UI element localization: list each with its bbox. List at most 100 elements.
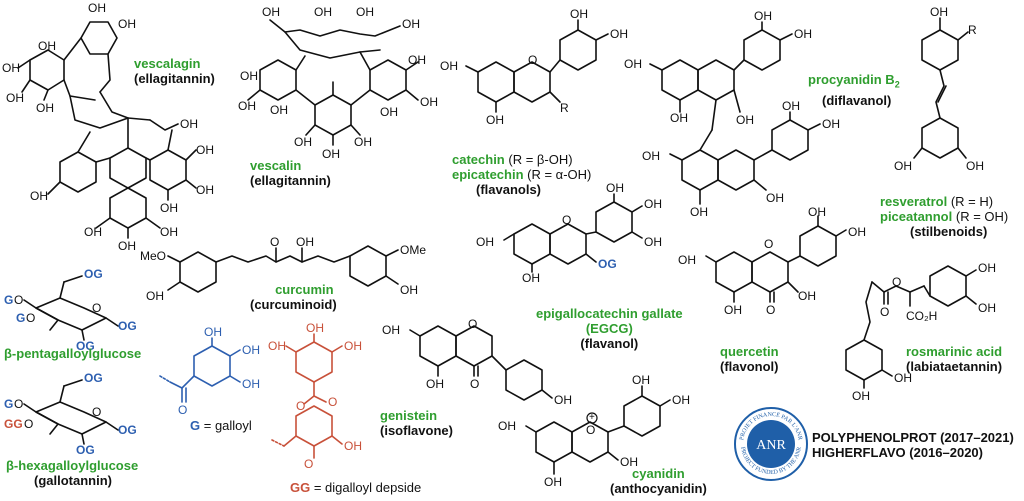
procyanidin-oh-8: OH xyxy=(766,191,784,205)
quercetin-structure xyxy=(705,215,847,303)
cyanidin-oh-1: OH xyxy=(632,373,650,387)
genistein-structure xyxy=(409,325,553,401)
quercetin-oh-3: OH xyxy=(798,289,816,303)
quercetin-oh-4: OH xyxy=(724,303,742,317)
digalloyl-oh-1: OH xyxy=(306,321,324,335)
catechin-label: catechin (R = β-OH) epicatechin (R = α-O… xyxy=(452,152,592,197)
pgg-og-2: G xyxy=(4,293,14,307)
genistein-o: O xyxy=(468,317,478,331)
egcg-ho: OH xyxy=(476,235,494,249)
vescalin-ho-1: OH xyxy=(262,5,280,19)
rosmarinic-oh-4: OH xyxy=(852,389,870,403)
curcumin-o: O xyxy=(270,235,280,249)
rosmarinic-co2h: CO₂H xyxy=(906,309,938,323)
anr-center-text: ANR xyxy=(756,438,786,453)
digalloyl-structure xyxy=(271,333,343,459)
cyanidin-label: cyanidin (anthocyanidin) xyxy=(610,466,707,496)
vescalagin-oh-11: OH xyxy=(160,201,178,215)
egcg-o: O xyxy=(562,213,572,227)
resveratrol-oh-2: OH xyxy=(966,159,984,173)
rosmarinic-o-1: O xyxy=(892,275,902,289)
procyanidin-oh-7: OH xyxy=(690,205,708,219)
anr-logo: PROJET FINANCÉ PAR L'ANR PROJECT FUNDED … xyxy=(734,407,808,481)
curcumin-structure xyxy=(167,245,399,293)
digalloyl-oh-4: OH xyxy=(344,439,362,453)
egcg-label: epigallocatechin gallate (EGCG) (flavano… xyxy=(536,306,683,351)
procyanidin-oh-4: OH xyxy=(736,113,754,127)
hgg-og-4: OG xyxy=(76,443,95,457)
cyanidin-oh-2: OH xyxy=(672,393,690,407)
quercetin-label: quercetin (flavonol) xyxy=(720,344,779,374)
rosmarinic-oh-1: OH xyxy=(978,261,996,275)
genistein-label: genistein (isoflavone) xyxy=(380,408,453,438)
hexagalloylglucose-structure xyxy=(23,379,119,445)
catechin-ho: OH xyxy=(440,59,458,73)
cyanidin-oh-4: OH xyxy=(544,475,562,489)
digalloyl-oh-2: OH xyxy=(268,339,286,353)
resveratrol-oh-1: OH xyxy=(930,5,948,19)
pgg-og-5: OG xyxy=(118,319,137,333)
procyanidin-ho-1: OH xyxy=(624,57,642,71)
curcumin-oh-2: OH xyxy=(400,283,418,297)
egcg-oh-3: OH xyxy=(644,235,662,249)
project-2: HIGHERFLAVO (2016–2020) xyxy=(812,445,983,460)
rosmarinic-label: rosmarinic acid (labiataetannin) xyxy=(906,344,1003,374)
digalloyl-o-1: O xyxy=(328,395,338,409)
quercetin-o: O xyxy=(764,237,774,251)
procyanidin-label: procyanidin B2 (diflavanol) xyxy=(808,72,900,108)
vescalin-oh-9: OH xyxy=(270,103,288,117)
pgg-og-1: OG xyxy=(84,267,103,281)
hgg-og-2: G xyxy=(4,397,14,411)
procyanidin-ho-2: OH xyxy=(642,149,660,163)
vescalagin-structure xyxy=(17,21,197,239)
curcumin-label: curcumin (curcuminoid) xyxy=(250,282,337,312)
project-1: POLYPHENOLPROT (2017–2021) xyxy=(812,430,1014,445)
vescalin-oh-11: OH xyxy=(294,135,312,149)
depside-legend: GG = digalloyl depside xyxy=(290,480,422,495)
hgg-o-ring: O xyxy=(92,405,102,419)
resveratrol-ho: OH xyxy=(894,159,912,173)
vescalagin-oh-10: OH xyxy=(196,183,214,197)
vescalin-oh-2: OH xyxy=(314,5,332,19)
pentagalloylglucose-structure xyxy=(23,275,119,341)
pgg-o-2: O xyxy=(14,293,24,307)
quercetin-oh-2: OH xyxy=(848,225,866,239)
vescalagin-oh-9: OH xyxy=(196,143,214,157)
catechin-oh-1: OH xyxy=(570,7,588,21)
cyanidin-ho: OH xyxy=(498,419,516,433)
catechin-structure xyxy=(465,19,609,113)
cyanidin-oh-3: OH xyxy=(620,455,638,469)
digalloyl-o-3: O xyxy=(304,457,314,471)
vescalagin-oh-3: OH xyxy=(38,39,56,53)
vescalagin-oh-7: OH xyxy=(180,117,198,131)
rosmarinic-o-2: O xyxy=(880,305,890,319)
rosmarinic-oh-3: OH xyxy=(894,371,912,385)
procyanidin-oh-5: OH xyxy=(782,99,800,113)
egcg-oh-1: OH xyxy=(606,181,624,195)
genistein-oh: OH xyxy=(426,377,444,391)
digalloyl-oh-3: OH xyxy=(344,339,362,353)
pgg-label: β-pentagalloylglucose xyxy=(4,346,142,361)
vescalagin-oh-2: OH xyxy=(118,17,136,31)
hgg-o-2: O xyxy=(14,397,24,411)
pgg-og-4: OG xyxy=(76,339,95,353)
vescalin-label: vescalin (ellagitannin) xyxy=(250,158,331,188)
digalloyl-o-2: O xyxy=(296,399,306,413)
galloyl-oh-3: OH xyxy=(242,377,260,391)
quercetin-o-2: O xyxy=(766,303,776,317)
procyanidin-oh-6: OH xyxy=(822,117,840,131)
vescalin-oh-6: OH xyxy=(408,53,426,67)
resveratrol-r: R xyxy=(968,23,977,37)
egcg-oh-2: OH xyxy=(644,197,662,211)
hgg-og-5: OG xyxy=(118,423,137,437)
egcg-og: OG xyxy=(598,257,617,271)
vescalin-structure xyxy=(247,19,419,146)
vescalin-oh-12: OH xyxy=(322,147,340,161)
galloyl-legend: G = galloyl xyxy=(190,418,252,433)
genistein-ho: OH xyxy=(382,323,400,337)
resveratrol-structure xyxy=(913,17,969,159)
rosmarinic-oh-2: OH xyxy=(978,301,996,315)
cyanidin-plus: + xyxy=(589,412,595,423)
